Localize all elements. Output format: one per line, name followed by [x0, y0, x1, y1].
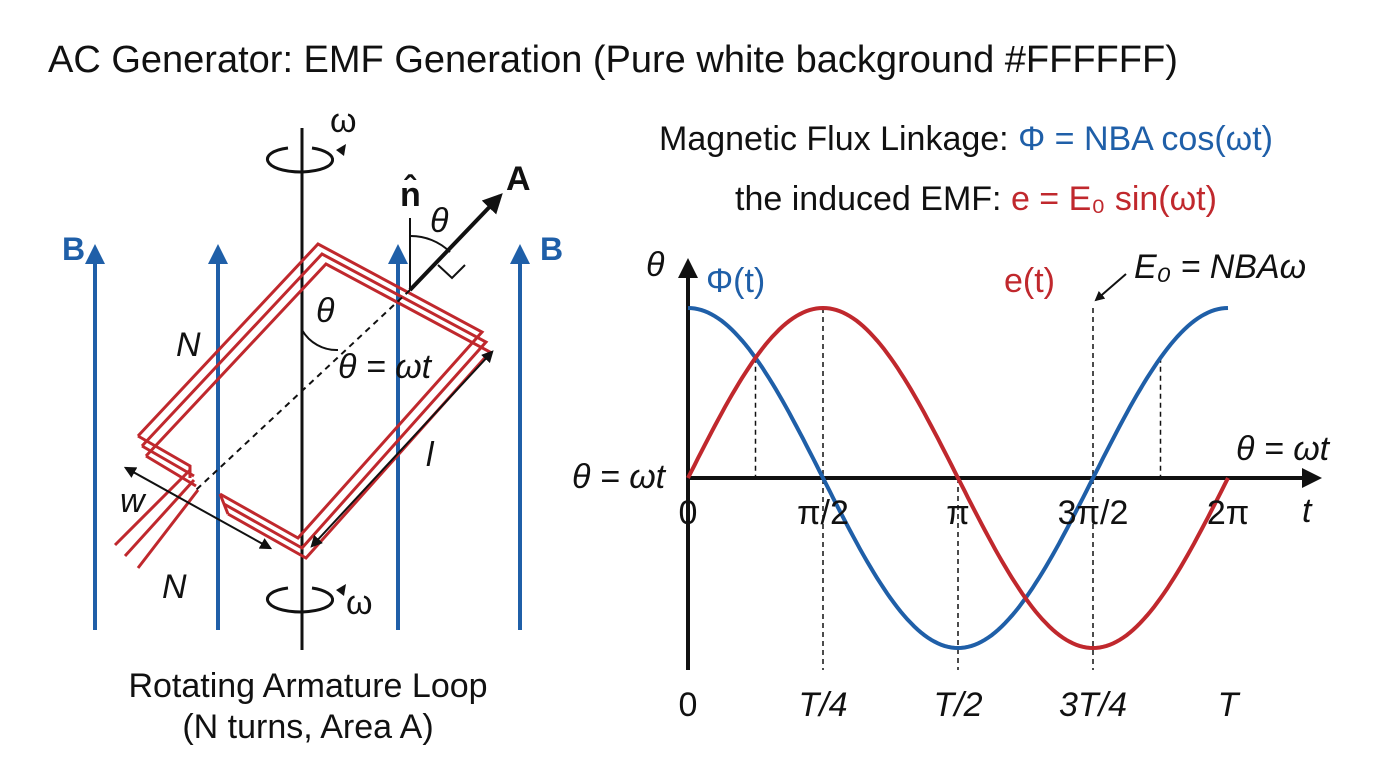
- left-axis-label: θ = ωt: [572, 458, 667, 496]
- emf-formula: e = E₀ sin(ωt): [1011, 180, 1217, 218]
- magnetic-field-lines: B B: [62, 231, 563, 630]
- emf-prefix: the induced EMF:: [735, 180, 1011, 218]
- field-label-left: B: [62, 231, 85, 267]
- angle-equation-label: θ = ωt: [338, 348, 433, 386]
- flux-formula: Φ = NBA cos(ωt): [1018, 120, 1273, 158]
- normal-label: n̂: [400, 175, 421, 214]
- right-angle-mark: [437, 264, 466, 280]
- flux-prefix: Magnetic Flux Linkage:: [659, 120, 1018, 158]
- generator-diagram: B B ω ω: [62, 102, 563, 746]
- length-dimension-arrow: [310, 350, 494, 548]
- angle-inner-label: θ: [316, 292, 335, 330]
- angle-arc-top: [409, 234, 451, 253]
- emf-equation: the induced EMF: e = E₀ sin(ωt): [735, 180, 1217, 218]
- x-tick-label: π/2: [797, 494, 849, 532]
- x-axis-label: t: [1302, 492, 1313, 530]
- length-label: l: [426, 436, 435, 474]
- tick-guides: [754, 308, 1162, 670]
- x-axis-right-label: θ = ωt: [1236, 430, 1331, 468]
- time-tick-labels: 0 T/4 T/2 3T/4 T: [679, 686, 1241, 724]
- field-label-right: B: [540, 231, 563, 267]
- flux-equation: Magnetic Flux Linkage: Φ = NBA cos(ωt): [659, 120, 1273, 158]
- series-line-flux: [687, 306, 1229, 651]
- emf-series-label: e(t): [1004, 262, 1055, 300]
- omega-bottom-label: ω: [346, 584, 373, 622]
- rotation-arrow-top: [266, 144, 346, 174]
- width-dimension-arrow: [123, 466, 273, 550]
- angle-top-label: θ: [430, 202, 449, 240]
- rotation-arrow-bottom: [266, 584, 346, 614]
- caption-line-2: (N turns, Area A): [182, 708, 433, 746]
- angle-arc-inner: [301, 329, 339, 352]
- time-tick-label: T/2: [933, 686, 982, 724]
- x-tick-label: 0: [679, 494, 698, 532]
- area-vector-arrow: [408, 193, 503, 292]
- loop-center-line: [195, 289, 411, 491]
- peak-annotation-label: E₀ = NBAω: [1134, 248, 1306, 286]
- y-axis-label: θ: [646, 246, 665, 284]
- time-tick-label: 0: [679, 686, 698, 724]
- series-layer: [686, 305, 1230, 651]
- turns-label-upper: N: [176, 326, 201, 364]
- time-tick-label: T/4: [798, 686, 847, 724]
- flux-series-label: Φ(t): [706, 262, 765, 300]
- omega-top-label: ω: [330, 102, 357, 140]
- width-label: w: [120, 482, 147, 520]
- caption-line-1: Rotating Armature Loop: [128, 667, 487, 705]
- area-label: A: [506, 160, 531, 198]
- turns-label-lower: N: [162, 568, 187, 606]
- page-title: AC Generator: EMF Generation (Pure white…: [48, 39, 1178, 81]
- peak-annotation-arrow: [1094, 273, 1127, 302]
- x-tick-label: 2π: [1207, 494, 1249, 532]
- x-tick-label: 3π/2: [1058, 494, 1129, 532]
- series-line-emf: [686, 305, 1230, 651]
- time-tick-label: 3T/4: [1059, 686, 1127, 724]
- time-tick-label: T: [1218, 686, 1241, 724]
- x-tick-label: π: [946, 494, 969, 532]
- tick-labels: 0 π/2 π 3π/2 2π: [679, 494, 1250, 532]
